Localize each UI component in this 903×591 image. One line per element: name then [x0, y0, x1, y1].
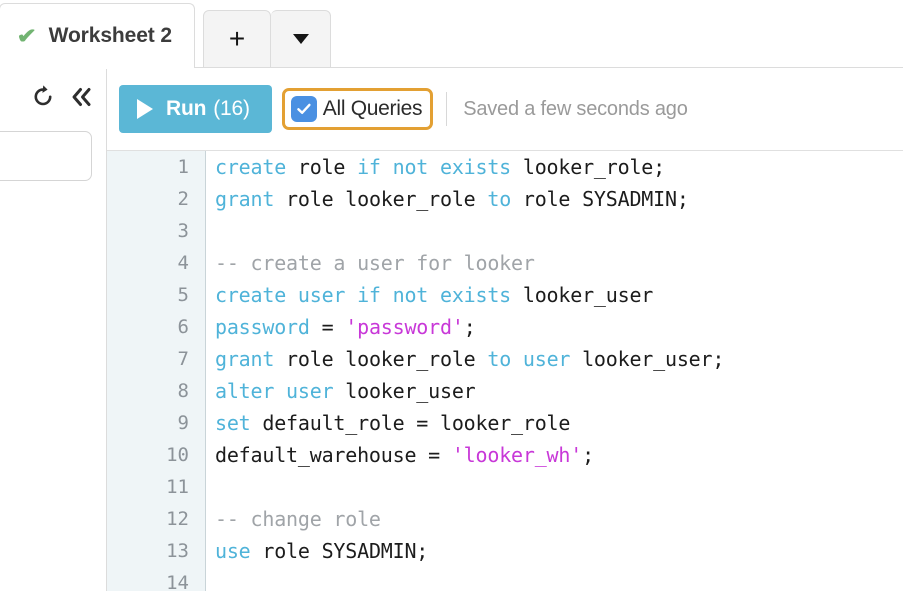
line-number: 4: [177, 252, 189, 274]
toolbar-divider: [446, 92, 448, 126]
code-line[interactable]: 9 set default_role = looker_role: [107, 407, 903, 439]
plus-icon: +: [228, 23, 246, 54]
play-icon: [137, 99, 153, 119]
line-text: password = 'password';: [215, 315, 476, 339]
rail-icon-group: [32, 85, 94, 109]
line-number: 12: [166, 508, 189, 530]
all-queries-label: All Queries: [322, 97, 423, 120]
line-number: 1: [177, 156, 189, 178]
line-text: use role SYSADMIN;: [215, 539, 429, 563]
code-line[interactable]: 4 -- create a user for looker: [107, 247, 903, 279]
code-line[interactable]: 14: [107, 567, 903, 591]
tab-label: Worksheet 2: [48, 24, 173, 47]
line-text: [206, 475, 227, 499]
line-number: 6: [177, 316, 189, 338]
tab-bar: ✔ Worksheet 2 +: [0, 0, 903, 69]
code-line[interactable]: 6 password = 'password';: [107, 311, 903, 343]
checkbox-checked-icon: [290, 96, 317, 122]
line-number: 11: [166, 476, 189, 498]
line-text: default_warehouse = 'looker_wh';: [215, 443, 594, 467]
code-line[interactable]: 8 alter user looker_user: [107, 375, 903, 407]
rail-divider: [106, 68, 107, 591]
check-icon: ✔: [16, 24, 37, 48]
new-worksheet-button[interactable]: +: [203, 10, 272, 68]
worksheet-menu-button[interactable]: [271, 10, 332, 68]
line-text: -- create a user for looker: [215, 251, 535, 275]
line-text: set default_role = looker_role: [215, 411, 571, 435]
code-line[interactable]: 2 grant role looker_role to role SYSADMIN…: [107, 183, 903, 215]
all-queries-checkbox[interactable]: All Queries: [281, 88, 434, 130]
double-chevron-left-icon[interactable]: [70, 86, 94, 108]
line-number: 14: [166, 572, 189, 591]
line-text: alter user looker_user: [215, 379, 476, 403]
editor-toolbar: Run (16) All Queries Saved a few seconds…: [107, 68, 903, 151]
refresh-icon[interactable]: [32, 85, 54, 109]
line-text: -- change role: [215, 507, 381, 531]
saved-status: Saved a few seconds ago: [463, 97, 688, 120]
line-number: 9: [177, 412, 189, 434]
left-rail: [0, 68, 106, 591]
sql-editor[interactable]: 1 create role if not exists looker_role; 2…: [107, 151, 903, 591]
code-line[interactable]: 13 use role SYSADMIN;: [107, 535, 903, 567]
line-text: [206, 571, 227, 591]
line-number: 3: [177, 220, 189, 242]
code-line[interactable]: 1 create role if not exists looker_role;: [107, 151, 903, 183]
run-button-count: (16): [213, 97, 250, 120]
line-text: [206, 219, 227, 243]
code-line[interactable]: 5 create user if not exists looker_user: [107, 279, 903, 311]
line-text: create role if not exists looker_role;: [215, 155, 665, 179]
line-text: grant role looker_role to role SYSADMIN;: [215, 187, 689, 211]
line-number-gutter: [107, 151, 206, 591]
line-number: 7: [177, 348, 189, 370]
line-number: 8: [177, 380, 189, 402]
run-button-label: Run: [166, 97, 207, 120]
tab-worksheet-2[interactable]: ✔ Worksheet 2: [0, 3, 196, 69]
tab-strip: ✔ Worksheet 2 +: [0, 3, 332, 69]
code-line[interactable]: 11: [107, 471, 903, 503]
run-button[interactable]: Run (16): [119, 85, 272, 133]
search-input[interactable]: [0, 131, 92, 181]
code-content[interactable]: 1 create role if not exists looker_role; 2…: [107, 151, 903, 591]
line-number: 10: [166, 444, 189, 466]
code-line[interactable]: 10 default_warehouse = 'looker_wh';: [107, 439, 903, 471]
code-line[interactable]: 3: [107, 215, 903, 247]
line-text: create user if not exists looker_user: [215, 283, 654, 307]
code-line[interactable]: 7 grant role looker_role to user looker_u…: [107, 343, 903, 375]
line-text: grant role looker_role to user looker_us…: [215, 347, 725, 371]
line-number: 13: [166, 540, 189, 562]
code-line[interactable]: 12 -- change role: [107, 503, 903, 535]
line-number: 5: [177, 284, 189, 306]
line-number: 2: [177, 188, 189, 210]
chevron-down-icon: [292, 34, 309, 44]
